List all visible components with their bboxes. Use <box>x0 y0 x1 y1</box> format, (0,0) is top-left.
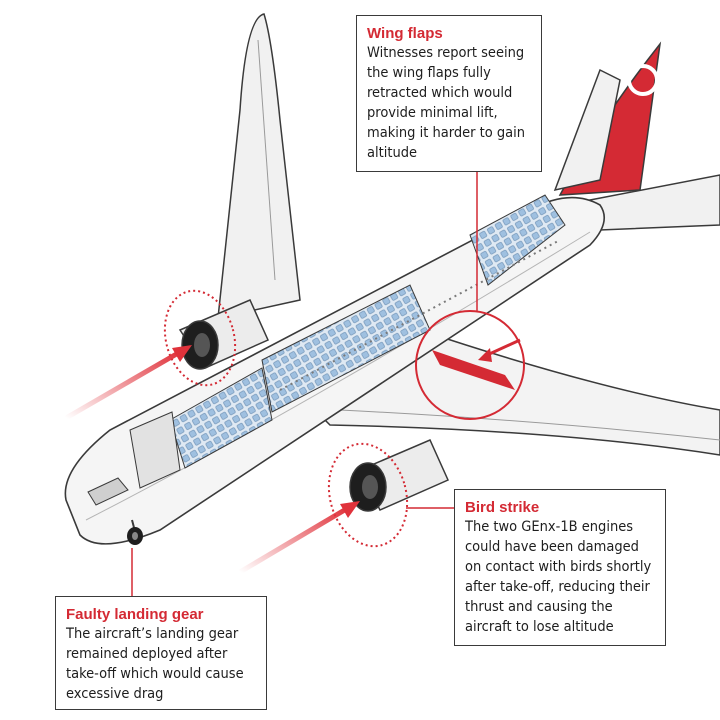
right-engine <box>349 439 449 512</box>
fuselage-belly-line <box>85 231 591 521</box>
landing-gear-text: The aircraft’s landing gear remained dep… <box>66 626 244 702</box>
left-stabilizer <box>553 68 621 192</box>
wing-flap-highlight-circle <box>415 310 525 420</box>
left-engine-arrow-head <box>172 345 192 362</box>
cabin-cutaway-front <box>169 367 273 469</box>
left-wing-flap-line <box>257 39 276 281</box>
left-engine <box>178 299 269 370</box>
wing-flap-red-strip <box>432 350 515 390</box>
right-wing-edge <box>339 409 720 441</box>
left-wing <box>217 13 301 319</box>
cabin-cutaway-rear <box>469 194 566 286</box>
bird-strike-text: The two GEnx-1B engines could have been … <box>465 519 652 635</box>
landing-gear <box>127 519 143 545</box>
tail-logo-mark <box>627 64 659 96</box>
right-engine-arrow <box>238 505 350 575</box>
bird-strike-title: Bird strike <box>465 499 540 516</box>
wing-flaps-title: Wing flaps <box>367 25 443 42</box>
wing-flap-arrow <box>484 338 521 358</box>
right-engine-arrow-head <box>340 501 360 518</box>
nose-cutaway <box>129 411 181 489</box>
landing-gear-callout: Faulty landing gear The aircraft’s landi… <box>55 596 267 710</box>
right-engine-highlight-ring <box>327 442 409 548</box>
window-row <box>279 239 561 391</box>
left-engine-arrow <box>64 349 182 421</box>
wing-flaps-callout: Wing flaps Witnesses report seeing the w… <box>356 15 542 172</box>
wing-flaps-text: Witnesses report seeing the wing flaps f… <box>367 45 526 161</box>
left-engine-highlight-ring <box>163 289 237 387</box>
bird-strike-callout: Bird strike The two GEnx-1B engines coul… <box>454 489 666 646</box>
cockpit-window <box>87 477 129 506</box>
wing-flap-arrow-head <box>478 348 492 362</box>
landing-gear-title: Faulty landing gear <box>66 606 204 623</box>
